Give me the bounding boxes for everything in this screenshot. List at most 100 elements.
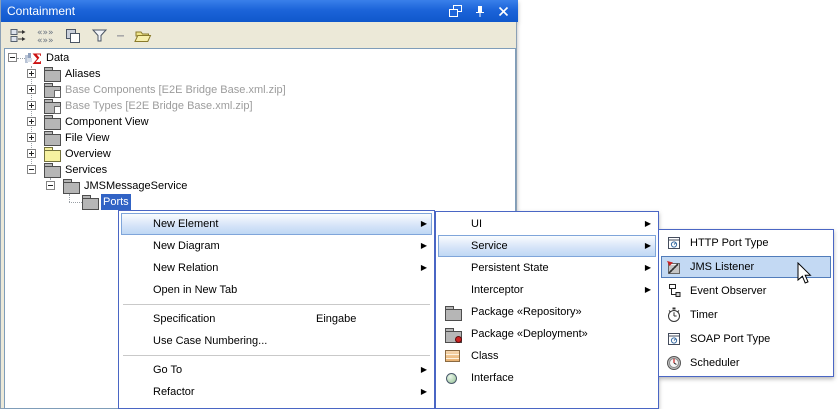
menu-item-label: Package «Deployment» <box>471 328 588 340</box>
folder-yellow-icon <box>44 147 61 162</box>
expand-expander-icon[interactable] <box>27 133 36 142</box>
folder-icon <box>44 163 61 178</box>
menu-item-specification[interactable]: Specification Eingabe <box>119 308 434 330</box>
menu-item-label: Persistent State <box>471 262 549 274</box>
collapse-expander-icon[interactable] <box>8 53 17 62</box>
submenu-arrow-icon: ▶ <box>644 219 651 228</box>
expand-selection-button[interactable] <box>9 27 27 45</box>
folder-icon <box>44 115 61 130</box>
pin-button[interactable] <box>471 3 488 19</box>
submenu-arrow-icon: ▶ <box>420 387 427 396</box>
separator-dash <box>117 34 124 37</box>
submenu-arrow-icon: ▶ <box>420 263 427 272</box>
scheduler-icon <box>667 356 681 370</box>
menu-item-new-element[interactable]: New Element ▶ <box>121 213 432 235</box>
menu-item-label: Refactor <box>153 386 195 398</box>
menu-item-ui[interactable]: UI ▶ <box>436 213 658 235</box>
tree-item-label: Base Components [E2E Bridge Base.xml.zip… <box>65 84 286 96</box>
expand-expander-icon[interactable] <box>27 117 36 126</box>
float-icon <box>449 5 462 17</box>
copy-structure-button[interactable] <box>63 27 81 45</box>
http-port-type-icon <box>668 237 680 249</box>
collapse-all-button[interactable]: «»» «»» <box>36 27 54 45</box>
svg-text:«»»: «»» <box>37 36 54 44</box>
menu-item-label: Class <box>471 350 499 362</box>
window-title: Containment <box>7 4 76 18</box>
expand-expander-icon[interactable] <box>27 101 36 110</box>
toolbar-dash <box>117 27 125 45</box>
menu-item-refactor[interactable]: Refactor ▶ <box>119 381 434 403</box>
tree-guide-line <box>69 202 82 203</box>
submenu-arrow-icon: ▶ <box>420 241 427 250</box>
submenu-arrow-icon: ▶ <box>420 365 427 374</box>
menu-item-interceptor[interactable]: Interceptor ▶ <box>436 279 658 301</box>
menu-item-class[interactable]: Class <box>436 345 658 367</box>
open-project-button[interactable] <box>134 27 152 45</box>
svg-text:«»»: «»» <box>37 28 54 38</box>
expand-nodes-icon <box>10 29 25 42</box>
folder-doc-icon <box>44 83 61 98</box>
soap-port-type-icon <box>668 333 680 345</box>
class-icon <box>445 350 460 362</box>
collapse-expander-icon[interactable] <box>46 181 55 190</box>
tree-item-label: Data <box>46 52 70 64</box>
menu-item-persistent-state[interactable]: Persistent State ▶ <box>436 257 658 279</box>
open-project-icon <box>134 31 152 42</box>
menu-item-label: New Element <box>153 218 219 230</box>
window-titlebar[interactable]: Containment <box>1 0 518 22</box>
menu-item-event-observer[interactable]: Event Observer <box>659 279 833 303</box>
menu-item-label: Service <box>471 240 508 252</box>
menu-item-label: UI <box>471 218 482 230</box>
svg-text:Σ: Σ <box>32 52 42 66</box>
menu-item-jms-listener[interactable]: JMS Listener <box>661 256 831 278</box>
collapse-nodes-icon: «»» «»» <box>37 28 54 44</box>
expand-expander-icon[interactable] <box>27 85 36 94</box>
menu-item-open-in-new-tab[interactable]: Open in New Tab <box>119 279 434 301</box>
menu-item-new-relation[interactable]: New Relation ▶ <box>119 257 434 279</box>
menu-separator <box>119 352 434 359</box>
interface-icon <box>445 372 457 384</box>
menu-item-timer[interactable]: Timer <box>659 303 833 327</box>
service-submenu: HTTP Port Type JMS Listener Ev <box>658 229 834 377</box>
containment-toolbar: «»» «»» <box>2 23 516 48</box>
menu-item-interface[interactable]: Interface <box>436 367 658 389</box>
close-button[interactable] <box>495 3 512 19</box>
expand-expander-icon[interactable] <box>27 149 36 158</box>
copy-structure-icon <box>65 29 80 43</box>
menu-item-label: JMS Listener <box>690 261 755 273</box>
menu-item-soap-port-type[interactable]: SOAP Port Type <box>659 327 833 351</box>
submenu-arrow-icon: ▶ <box>644 241 651 250</box>
menu-item-label: Interceptor <box>471 284 524 296</box>
menu-item-package-deployment[interactable]: Package «Deployment» <box>436 323 658 345</box>
collapse-expander-icon[interactable] <box>27 165 36 174</box>
menu-item-label: Timer <box>690 309 718 321</box>
menu-item-use-case-numbering[interactable]: Use Case Numbering... <box>119 330 434 352</box>
folder-icon <box>44 131 61 146</box>
menu-item-label: Specification <box>153 313 216 325</box>
menu-item-scheduler[interactable]: Scheduler <box>659 351 833 375</box>
menu-item-label: Scheduler <box>690 357 740 369</box>
submenu-arrow-icon: ▶ <box>644 263 651 272</box>
expand-expander-icon[interactable] <box>27 69 36 78</box>
folder-doc-icon <box>44 99 61 114</box>
tree-item-label: Base Types [E2E Bridge Base.xml.zip] <box>65 100 253 112</box>
menu-item-new-diagram[interactable]: New Diagram ▶ <box>119 235 434 257</box>
menu-item-package-repository[interactable]: Package «Repository» <box>436 301 658 323</box>
close-icon <box>498 6 509 16</box>
menu-item-shortcut: Eingabe <box>316 313 357 325</box>
tree-item-label: Overview <box>65 148 111 160</box>
mouse-cursor-icon <box>797 262 812 284</box>
menu-item-go-to[interactable]: Go To ▶ <box>119 359 434 381</box>
pin-icon <box>475 5 484 17</box>
float-window-button[interactable] <box>447 3 464 19</box>
menu-item-http-port-type[interactable]: HTTP Port Type <box>659 231 833 255</box>
menu-item-label: New Diagram <box>153 240 220 252</box>
event-observer-icon <box>669 284 681 297</box>
package-repository-icon <box>445 306 462 321</box>
filter-button[interactable] <box>90 27 108 45</box>
menu-item-label: Open in New Tab <box>153 284 238 296</box>
menu-item-service[interactable]: Service ▶ <box>438 235 656 257</box>
folder-icon <box>82 195 99 210</box>
